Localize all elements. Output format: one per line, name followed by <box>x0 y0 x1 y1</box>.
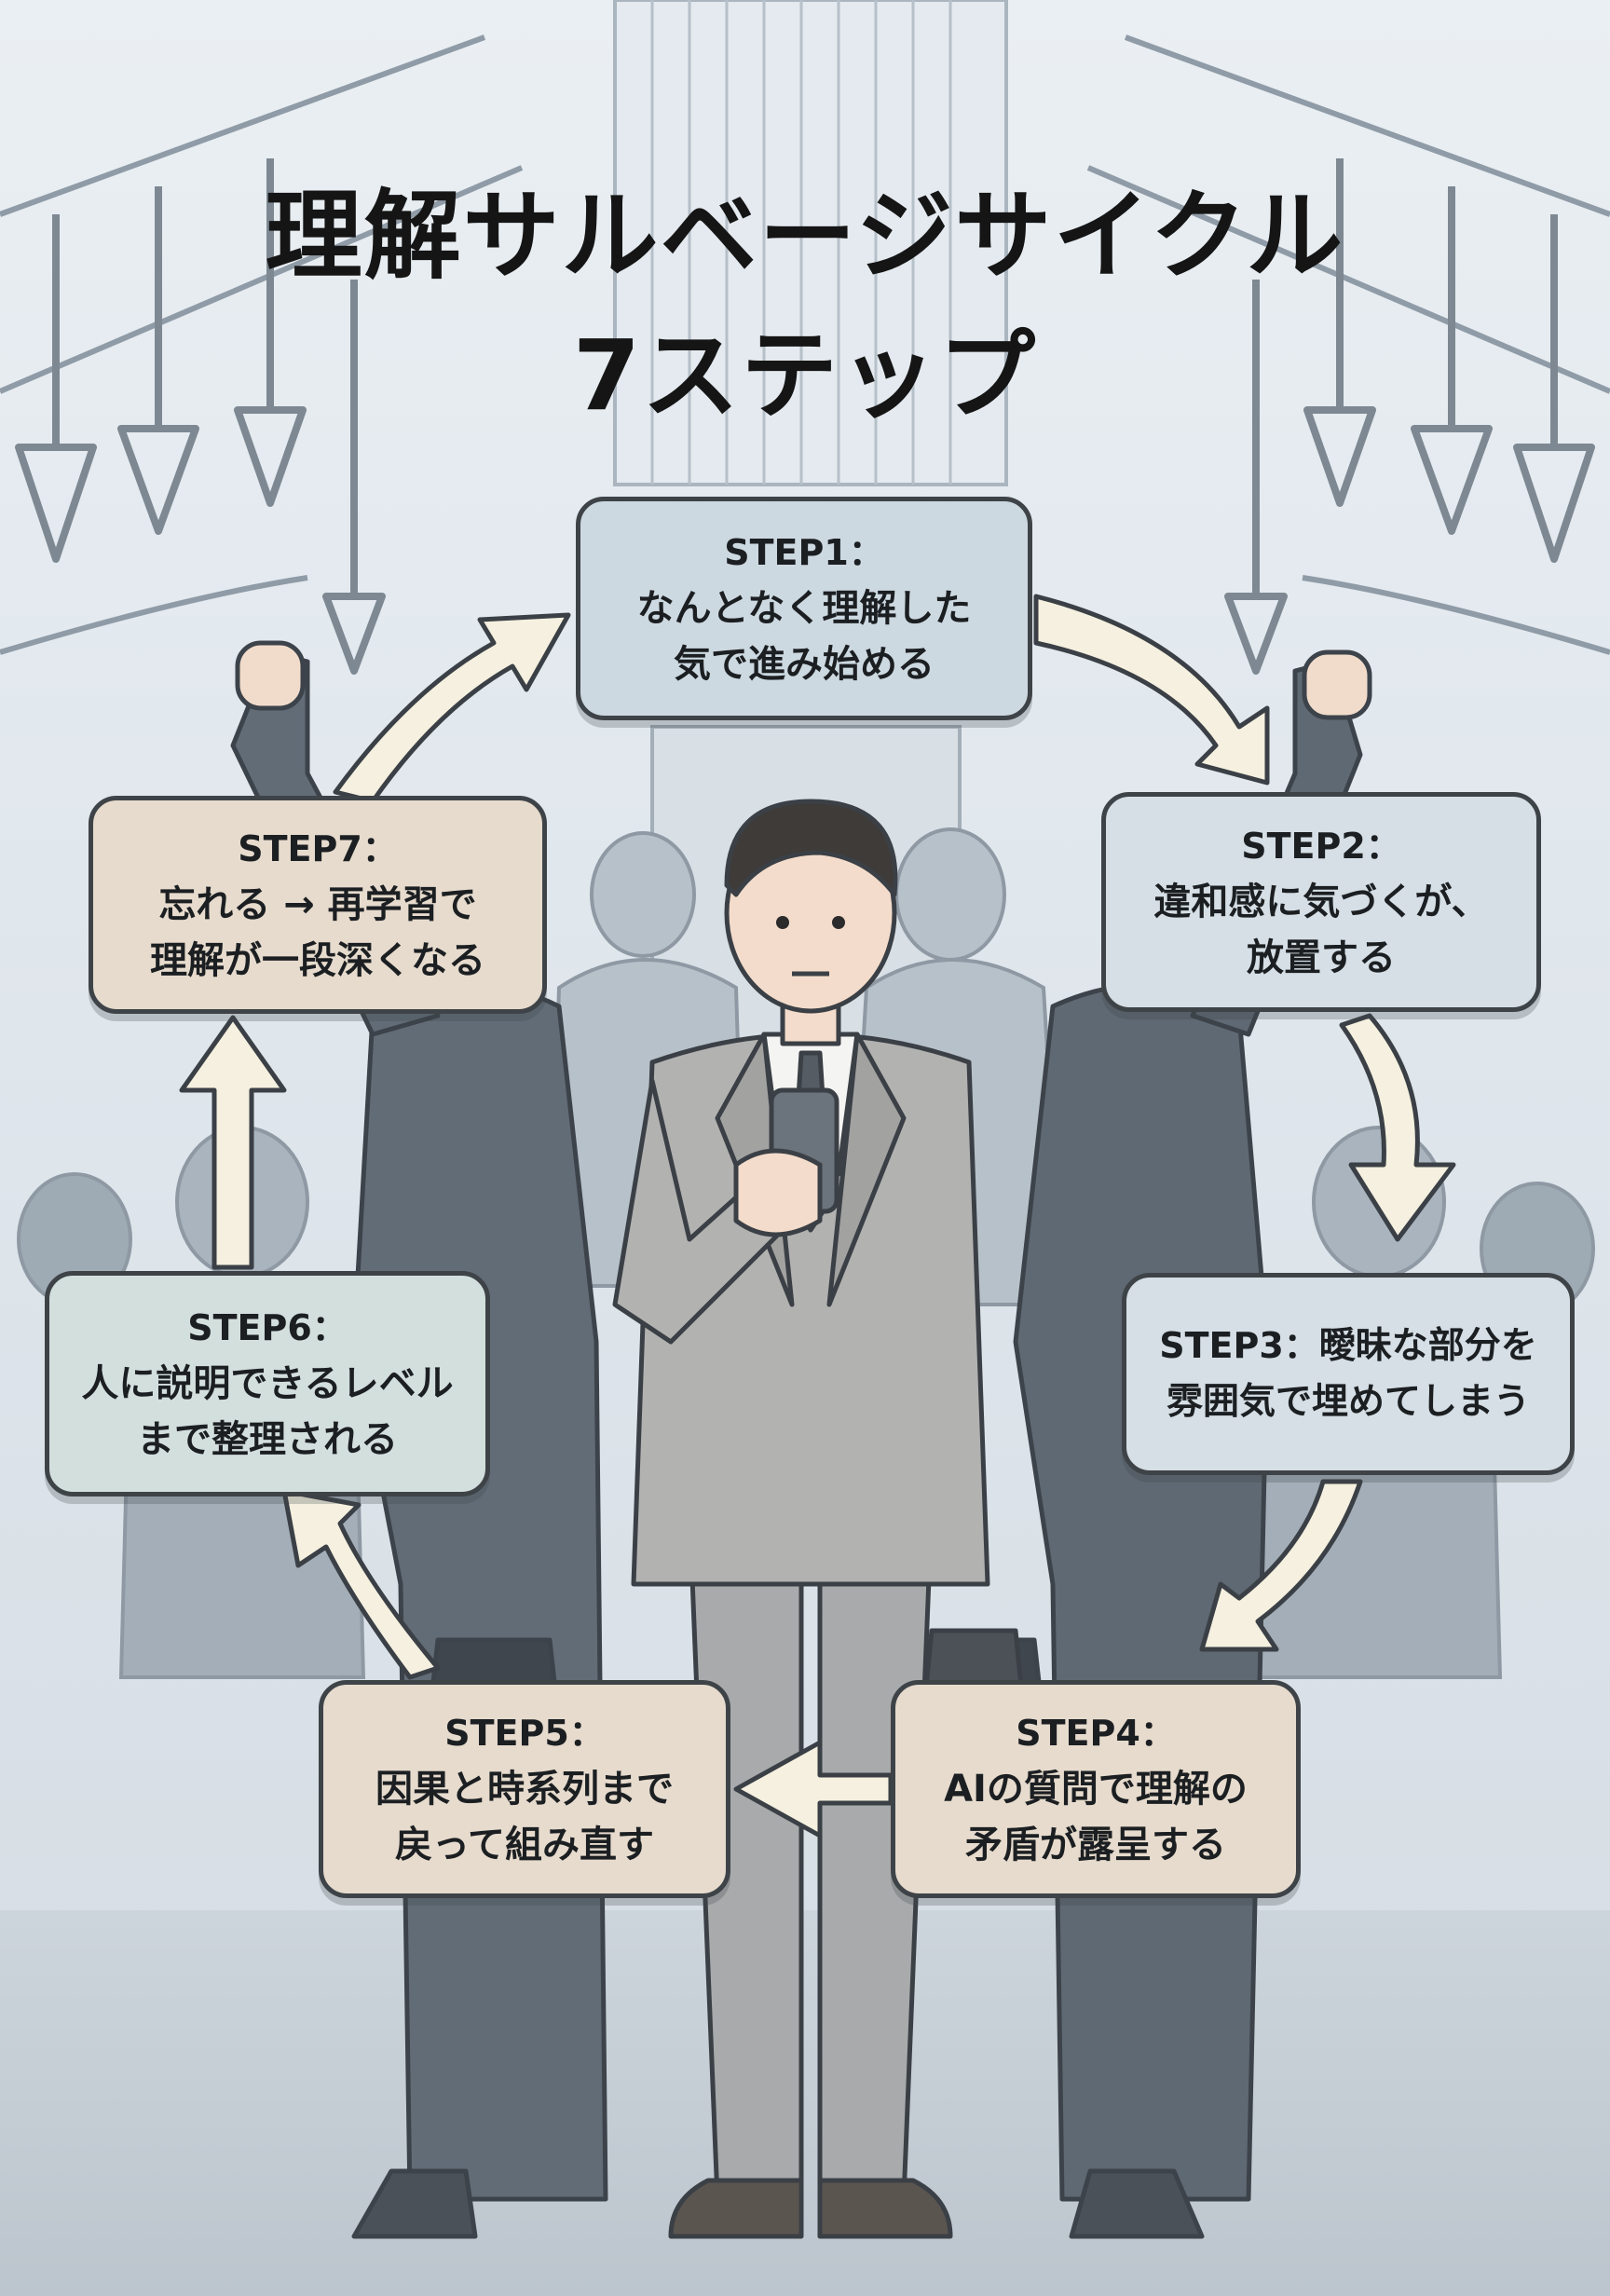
step-5-text: 因果と時系列まで 戻って組み直す <box>375 1768 674 1866</box>
step-4-text: AIの質問で理解の 矛盾が露呈する <box>944 1768 1248 1866</box>
step-7-text: 忘れる → 再学習で 理解が一段深くなる <box>150 883 485 982</box>
title-line-1: 理解サルベージサイクル <box>265 178 1345 293</box>
step-5-label: STEP5： <box>444 1713 605 1754</box>
arrow-step5-to-step6 <box>281 1488 441 1680</box>
step-4-label: STEP4： <box>1016 1713 1176 1754</box>
step-3-box: STEP3：曖昧な部分を 雰囲気で埋めてしまう <box>1122 1273 1575 1475</box>
step-3-label: STEP3： <box>1159 1325 1319 1366</box>
step-7-box: STEP7： 忘れる → 再学習で 理解が一段深くなる <box>89 796 547 1014</box>
step-6-box: STEP6： 人に説明できるレベル まで整理される <box>45 1271 490 1496</box>
step-1-box: STEP1： なんとなく理解した 気で進み始める <box>576 497 1032 720</box>
step-1-label: STEP1： <box>724 532 884 573</box>
step-3-body: 曖昧な部分を 雰囲気で埋めてしまう <box>1166 1325 1537 1423</box>
title-line-2: 7ステップ <box>572 318 1038 432</box>
step-6-text: 人に説明できるレベル まで整理される <box>81 1362 454 1461</box>
step-1-text: なんとなく理解した 気で進み始める <box>636 587 972 686</box>
arrow-step2-to-step3 <box>1339 1013 1456 1242</box>
arrow-step3-to-step4 <box>1199 1479 1363 1652</box>
arrow-step7-to-step1 <box>333 612 571 804</box>
step-2-box: STEP2： 違和感に気づくが、 放置する <box>1101 792 1541 1012</box>
step-3-text: STEP3：曖昧な部分を 雰囲気で埋めてしまう <box>1159 1318 1537 1430</box>
step-6-label: STEP6： <box>187 1307 348 1348</box>
arrow-step6-to-step7 <box>179 1015 287 1270</box>
arrow-step4-to-step5 <box>733 1740 894 1838</box>
step-5-box: STEP5： 因果と時系列まで 戻って組み直す <box>319 1680 730 1898</box>
step-7-label: STEP7： <box>238 828 398 869</box>
arrow-step1-to-step2 <box>1033 594 1270 786</box>
step-4-box: STEP4： AIの質問で理解の 矛盾が露呈する <box>891 1680 1301 1898</box>
step-2-label: STEP2： <box>1241 826 1401 867</box>
step-2-text: 違和感に気づくが、 放置する <box>1153 881 1489 979</box>
